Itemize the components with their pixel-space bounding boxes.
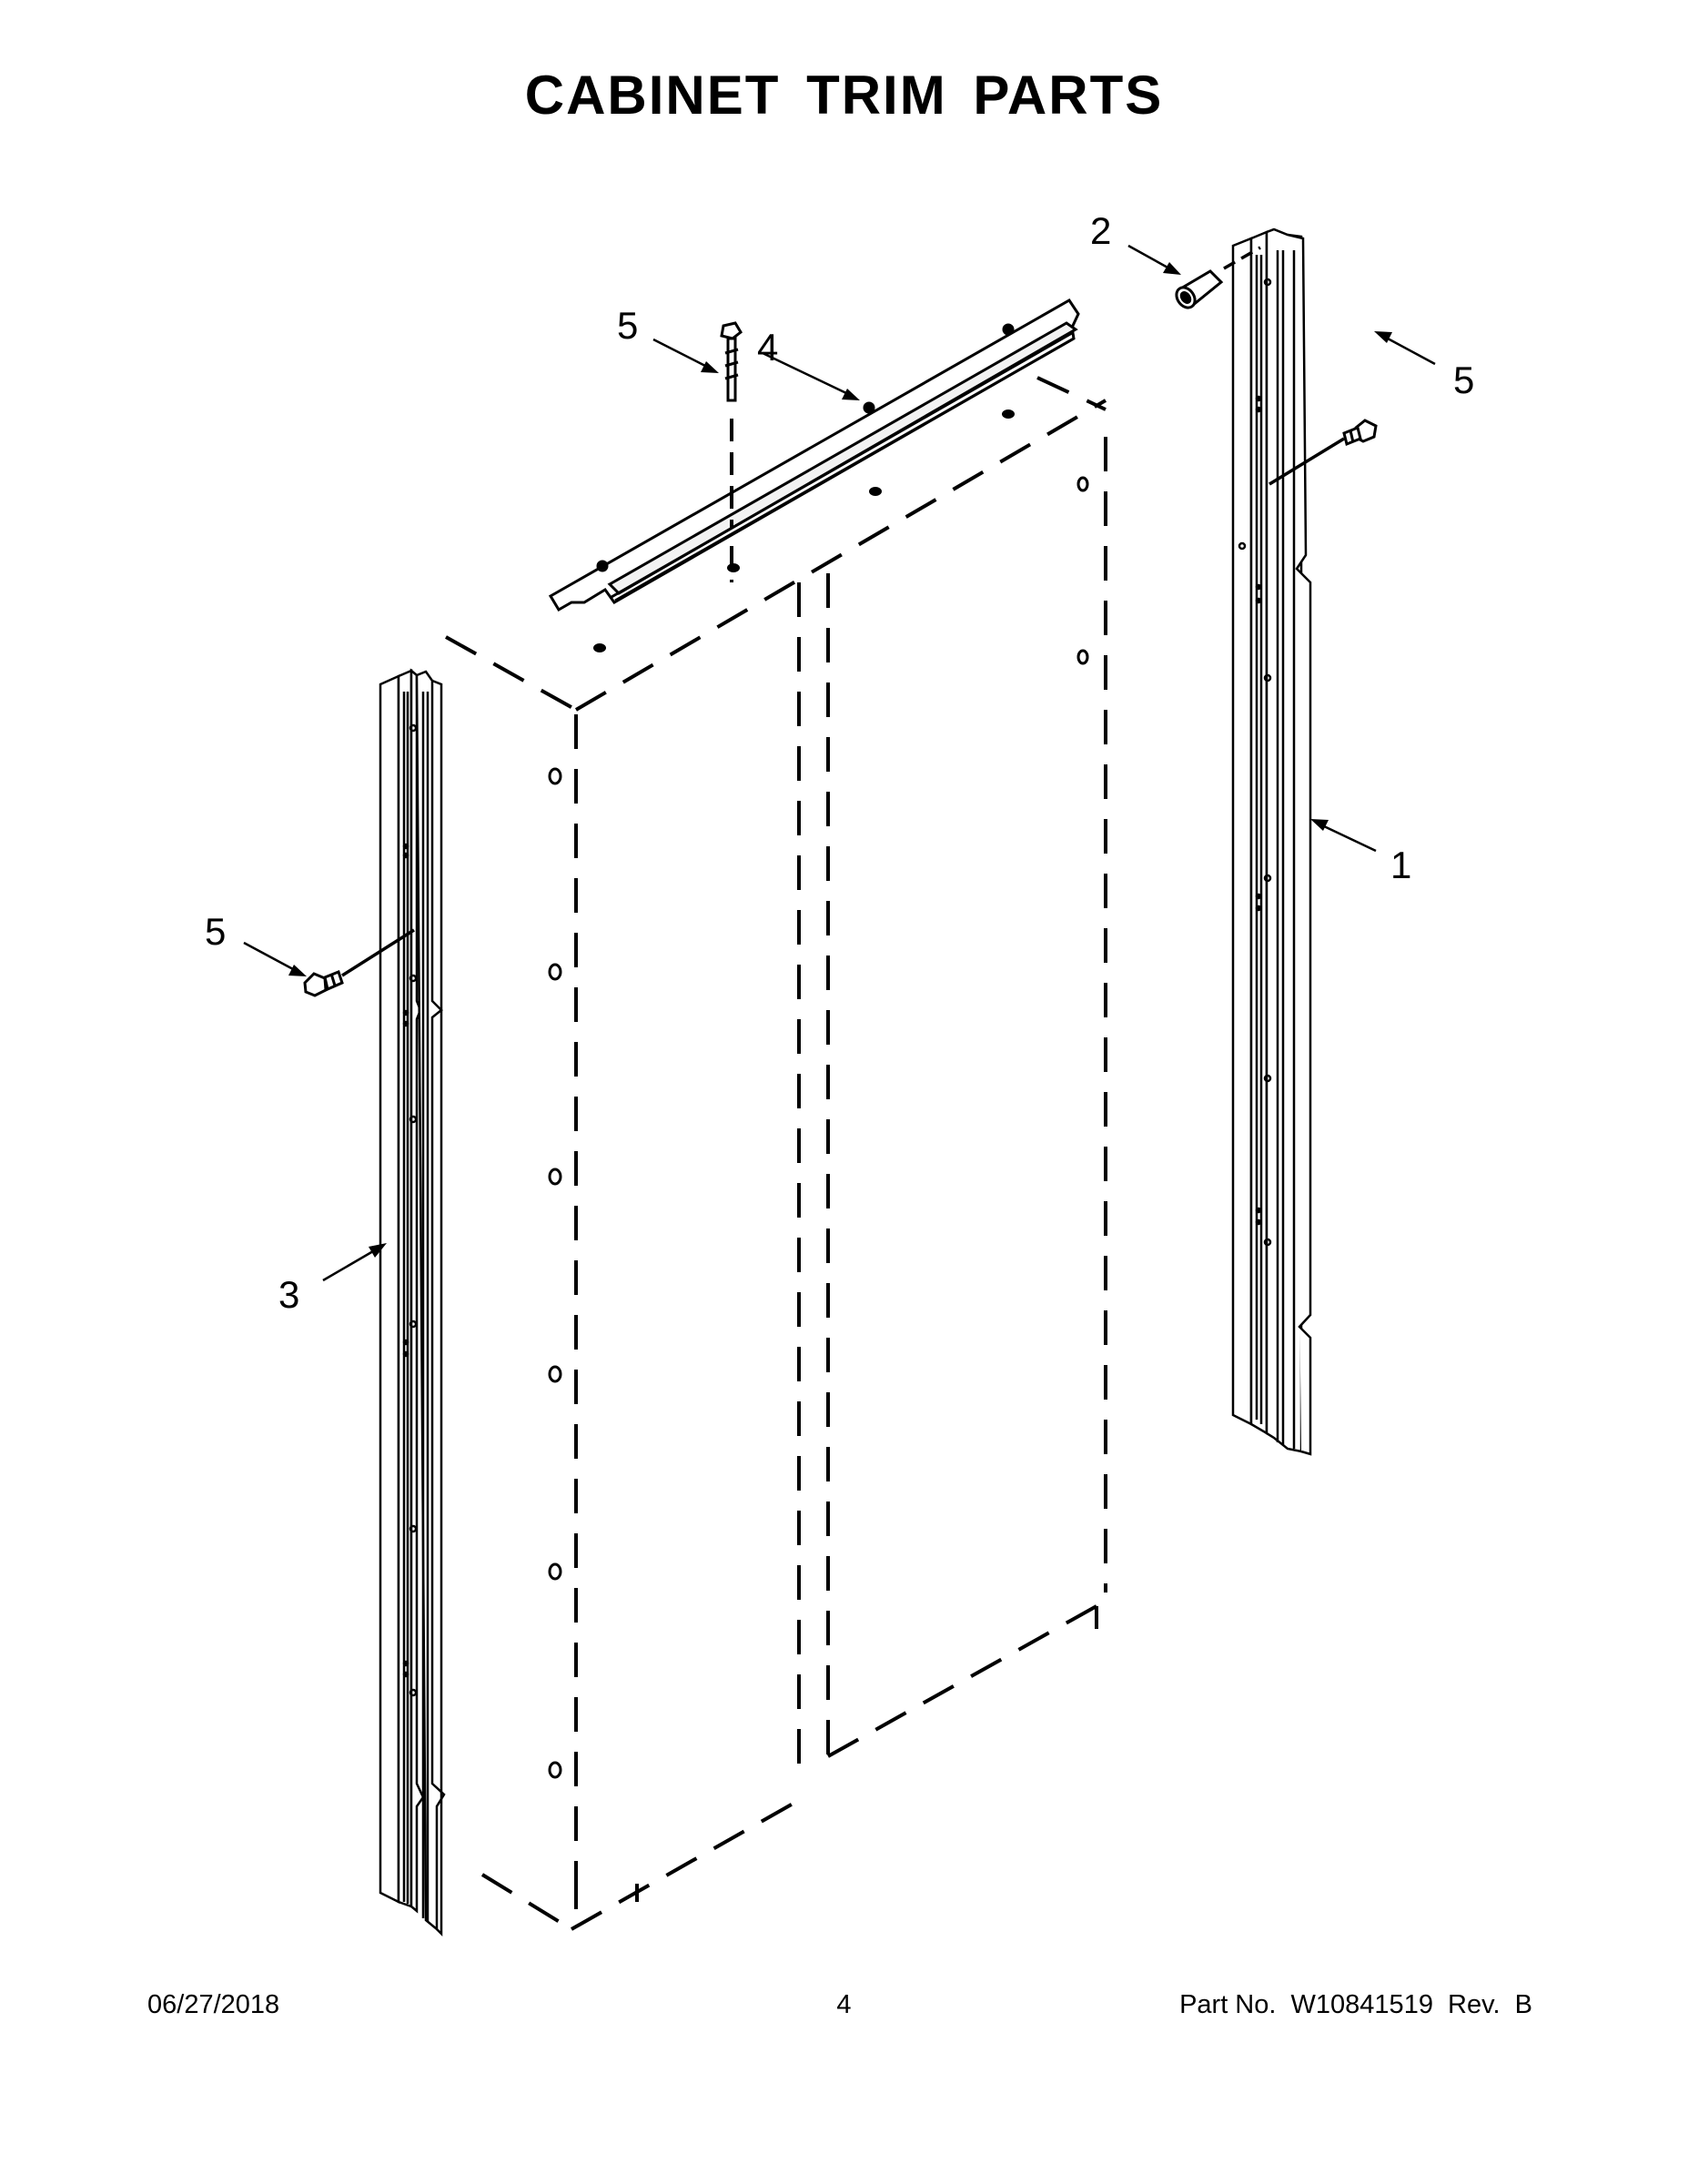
cabinet-holes <box>548 476 1089 1779</box>
part-4-top-bracket <box>548 298 1080 612</box>
footer-page-number: 4 <box>836 1990 852 2019</box>
part-5-screw-left <box>303 928 415 997</box>
cabinet-top-holes <box>593 410 1015 652</box>
callout-3: 3 <box>278 1273 299 1316</box>
callout-4: 4 <box>757 326 778 369</box>
part-2-spacer <box>1175 246 1261 309</box>
part-5-screw-top <box>720 321 743 582</box>
cabinet-outline <box>445 376 1107 1931</box>
callout-5-right: 5 <box>1453 359 1474 401</box>
callout-5-left: 5 <box>205 910 226 953</box>
callout-5-top: 5 <box>617 304 638 347</box>
callout-1: 1 <box>1390 844 1411 886</box>
page-title: CABINET TRIM PARTS <box>524 65 1164 126</box>
part-1-right-rail <box>1231 228 1312 1456</box>
footer-part-number: Part No. W10841519 Rev. B <box>1179 1990 1532 2019</box>
arrow-heads <box>288 262 1392 1258</box>
part-5-screw-right <box>1269 419 1378 486</box>
callout-2: 2 <box>1090 209 1111 252</box>
leader-arrows <box>243 244 1436 1282</box>
footer-date: 06/27/2018 <box>147 1990 280 2019</box>
part-3-left-rail <box>379 668 446 1937</box>
